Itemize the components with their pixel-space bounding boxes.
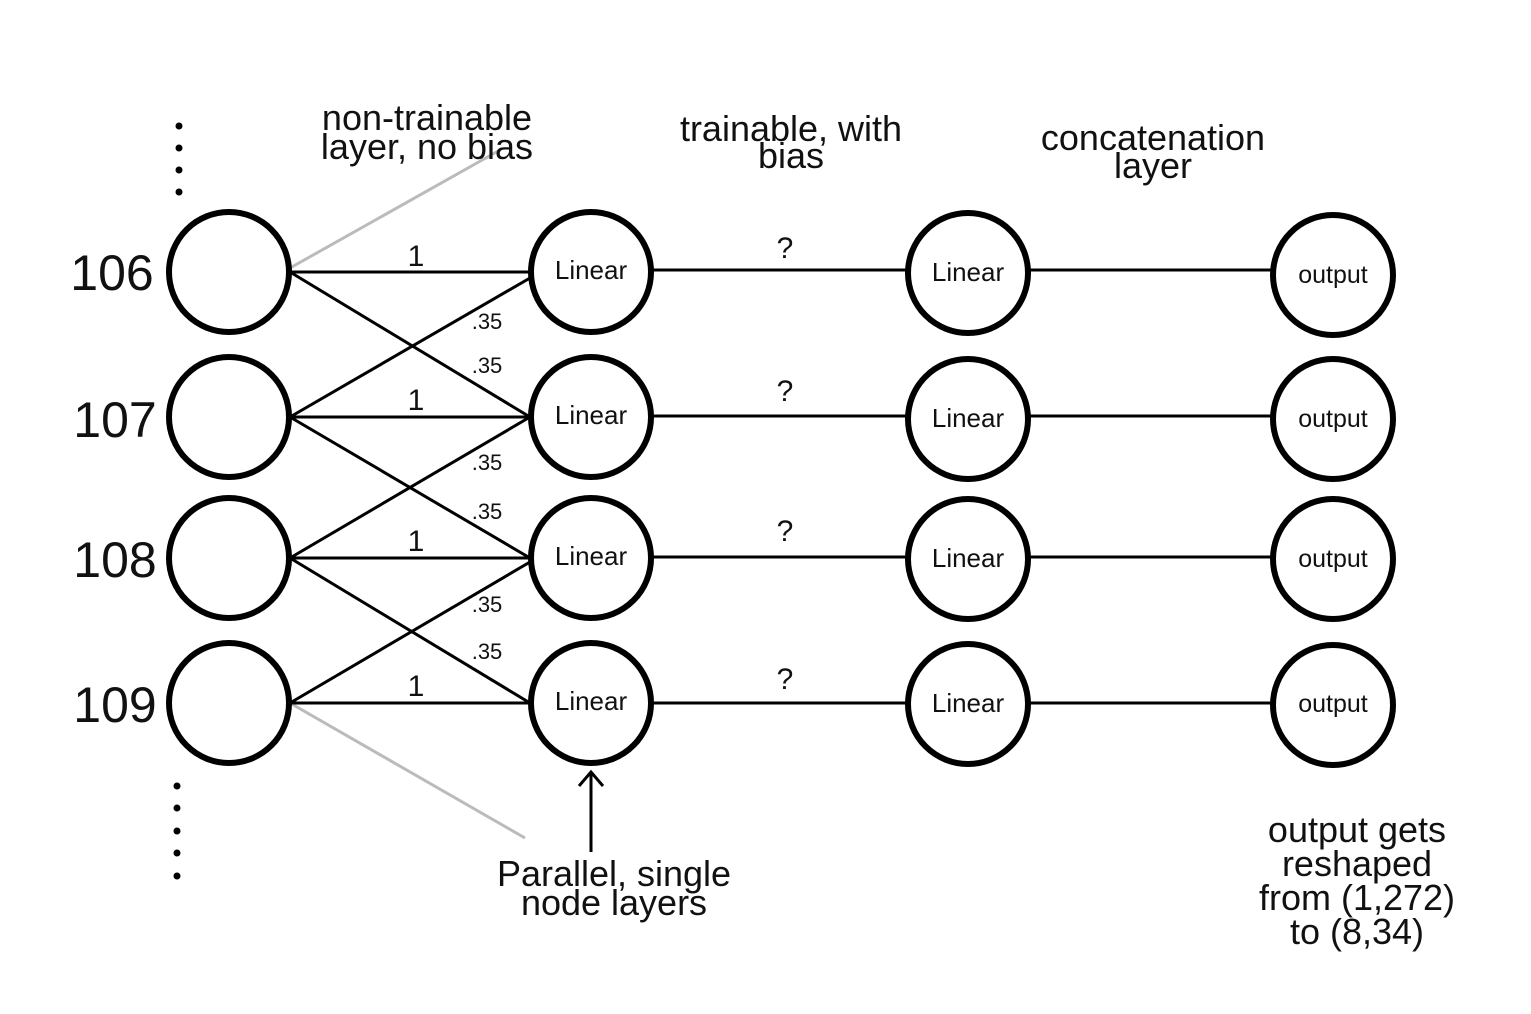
- edge-109-to-linear-a3: [289, 560, 531, 705]
- annotation-line-bottom: [289, 701, 526, 840]
- weight-label-109-a3: .35: [472, 592, 503, 617]
- annotation-trainable-line1: trainable, with: [680, 108, 902, 149]
- linear-node-b4: [905, 641, 1031, 767]
- output-node-3-label: output: [1298, 545, 1368, 573]
- linear-node-b3: [905, 496, 1031, 622]
- linear-node-a4: [528, 640, 654, 766]
- linear-node-b1: [905, 210, 1031, 336]
- weight-label-108-a3: 1: [408, 525, 425, 558]
- weight-label-109-a4: 1: [408, 670, 425, 703]
- annotation-output-line3: from (1,272): [1259, 877, 1455, 918]
- unknown-weight-3: ?: [777, 515, 794, 548]
- weight-label-108-a2: .35: [472, 450, 503, 475]
- weight-label-106-a2: .35: [472, 353, 503, 378]
- edge-108-to-linear-a2: [289, 415, 531, 560]
- output-node-4: [1270, 642, 1396, 768]
- ellipsis-top: [175, 122, 183, 196]
- unknown-weight-4: ?: [777, 663, 794, 696]
- output-node-4-label: output: [1298, 690, 1368, 718]
- linear-node-b4-label: Linear: [932, 688, 1005, 718]
- linear-node-a1: [528, 209, 654, 335]
- input-label-109: 109: [73, 677, 156, 733]
- annotation-concat-line1: concatenation: [1041, 117, 1265, 158]
- annotation-parallel-line2: node layers: [521, 882, 707, 923]
- output-node-1-label: output: [1298, 261, 1368, 289]
- annotation-output-line2: reshaped: [1282, 843, 1432, 884]
- annotation-trainable-line2: bias: [758, 135, 824, 176]
- annotation-parallel-line1: Parallel, single: [497, 853, 731, 894]
- weight-label-107-a3: .35: [472, 499, 503, 524]
- input-node-107: [166, 354, 292, 480]
- input-label-108: 108: [73, 532, 156, 588]
- input-label-106: 106: [70, 245, 153, 301]
- edge-106-to-linear-a2: [289, 270, 531, 419]
- ellipsis-bottom: [173, 782, 181, 880]
- linear-node-a3: [528, 495, 654, 621]
- linear-node-b1-label: Linear: [932, 257, 1005, 287]
- unknown-weight-1: ?: [777, 232, 794, 265]
- linear-node-a2: [528, 354, 654, 480]
- linear-node-a3-label: Linear: [555, 541, 628, 571]
- linear-node-b2: [905, 356, 1031, 482]
- linear-node-a2-label: Linear: [555, 400, 628, 430]
- annotation-nontrainable-line2: layer, no bias: [321, 126, 533, 167]
- input-node-106: [166, 209, 292, 335]
- output-node-2: [1270, 356, 1396, 482]
- output-node-1: [1270, 212, 1396, 338]
- annotation-concat-line2: layer: [1114, 145, 1192, 186]
- linear-node-a4-label: Linear: [555, 686, 628, 716]
- weight-label-107-a2: 1: [408, 384, 425, 417]
- weight-label-106-a1: 1: [408, 240, 425, 273]
- input-label-107: 107: [73, 392, 156, 448]
- unknown-weight-2: ?: [777, 375, 794, 408]
- annotation-output-line1: output gets: [1268, 809, 1446, 850]
- linear-node-b2-label: Linear: [932, 403, 1005, 433]
- linear-node-a1-label: Linear: [555, 255, 628, 285]
- arrow-up-icon: [577, 769, 605, 852]
- annotation-line-top: [289, 148, 501, 270]
- output-node-3: [1270, 496, 1396, 622]
- annotation-nontrainable-line1: non-trainable: [322, 97, 532, 138]
- input-node-109: [166, 640, 292, 766]
- linear-node-b3-label: Linear: [932, 543, 1005, 573]
- weight-label-108-a4: .35: [472, 639, 503, 664]
- annotation-output-line4: to (8,34): [1290, 911, 1424, 952]
- edge-108-to-linear-a4: [289, 556, 531, 705]
- output-node-2-label: output: [1298, 405, 1368, 433]
- edge-107-to-linear-a1: [289, 276, 531, 419]
- weight-label-107-a1: .35: [472, 309, 503, 334]
- input-node-108: [166, 495, 292, 621]
